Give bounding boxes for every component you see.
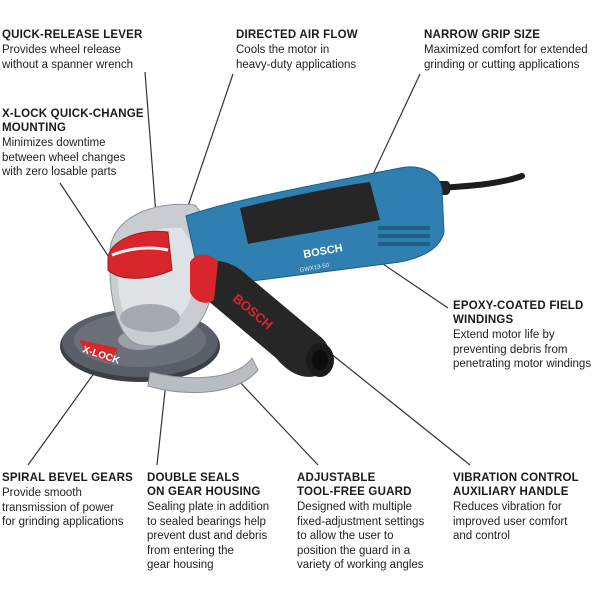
xlock-cap [107,230,173,279]
callout-description: Maximized comfort for extended grinding … [424,44,588,71]
leader-guard [235,377,319,466]
callout-double-seals: DOUBLE SEALS ON GEAR HOUSING Sealing pla… [147,471,322,573]
callout-title: ADJUSTABLE TOOL-FREE GUARD [297,472,412,498]
callout-title: EPOXY-COATED FIELD WINDINGS [453,300,584,326]
leader-grip [367,73,421,186]
housing-model-label: GWX13-50 [299,263,330,274]
callout-title: X-LOCK QUICK-CHANGE MOUNTING [2,108,144,134]
callout-xlock-mounting: X-LOCK QUICK-CHANGE MOUNTING Minimizes d… [2,107,177,180]
callout-description: Extend motor life by preventing debris f… [453,329,592,370]
callout-description: Provide smooth transmission of power for… [2,487,124,528]
leader-quick-release [144,71,158,229]
auxiliary-handle: BOSCH [190,254,334,377]
callout-title: DIRECTED AIR FLOW [236,29,358,41]
callout-directed-air-flow: DIRECTED AIR FLOW Cools the motor in hea… [236,28,411,72]
callout-description: Designed with multiple fixed-adjustment … [297,501,425,571]
leader-air-flow [185,73,234,213]
leader-lines [27,71,471,466]
callout-title: DOUBLE SEALS ON GEAR HOUSING [147,472,261,498]
callout-epoxy-field-windings: EPOXY-COATED FIELD WINDINGS Extend motor… [453,299,600,372]
callout-vibration-control-handle: VIBRATION CONTROL AUXILIARY HANDLE Reduc… [453,471,600,544]
motor-housing: BOSCH GWX13-50 [185,166,445,282]
wheel-guard [147,357,259,394]
vent-grille [378,226,430,246]
callout-title: NARROW GRIP SIZE [424,29,541,41]
callout-description: Provides wheel release without a spanner… [2,44,134,71]
callout-description: Cools the motor in heavy-duty applicatio… [236,44,357,71]
callout-title: QUICK-RELEASE LEVER [2,29,143,41]
callout-title: VIBRATION CONTROL AUXILIARY HANDLE [453,472,579,498]
callout-description: Sealing plate in addition to sealed bear… [147,501,270,571]
callout-narrow-grip-size: NARROW GRIP SIZE Maximized comfort for e… [424,28,599,72]
power-cord [437,173,525,191]
leader-epoxy [379,261,449,309]
callout-title: SPIRAL BEVEL GEARS [2,472,133,484]
callout-spiral-bevel-gears: SPIRAL BEVEL GEARS Provide smooth transm… [2,471,177,530]
callout-quick-release-lever: QUICK-RELEASE LEVER Provides wheel relea… [2,28,177,72]
callout-description: Reduces vibration for improved user comf… [453,501,568,542]
callout-description: Minimizes downtime between wheel changes… [2,137,126,178]
callout-adjustable-guard: ADJUSTABLE TOOL-FREE GUARD Designed with… [297,471,442,573]
leader-vibration [329,352,471,466]
